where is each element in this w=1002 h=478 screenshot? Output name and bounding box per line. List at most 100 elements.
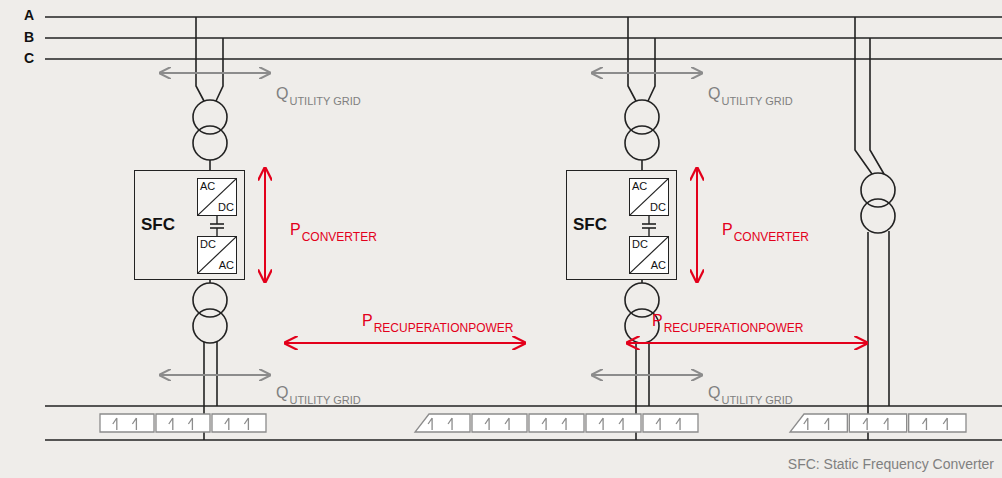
quantity-symbol: Q <box>708 385 720 401</box>
train-car <box>529 414 584 432</box>
feed-wire <box>196 17 204 101</box>
train-window <box>863 418 867 430</box>
train-window <box>676 418 680 430</box>
train-car <box>586 414 641 432</box>
quantity-symbol: P <box>722 222 733 238</box>
quantity-subscript: RECUPERATIONPOWER <box>374 322 514 334</box>
conversion-stage-box: ACDC <box>629 178 669 216</box>
quantity-subscript: RECUPERATIONPOWER <box>664 322 804 334</box>
current-type: DC <box>650 202 666 213</box>
quantity-symbol: Q <box>276 385 288 401</box>
train-window <box>542 418 546 430</box>
phase-line <box>45 58 1002 60</box>
rail-line <box>45 439 1002 441</box>
transformer-winding <box>193 283 227 317</box>
train-window <box>225 418 229 430</box>
feed-wire <box>209 160 211 170</box>
train-car <box>472 414 527 432</box>
converter-box: SFCACDCDCAC <box>134 170 245 280</box>
train-car <box>100 414 154 432</box>
train-car <box>156 414 210 432</box>
quantity-symbol: P <box>362 313 373 329</box>
quantity-subscript: UTILITY GRID <box>289 96 360 107</box>
train-window <box>656 418 660 430</box>
current-type: AC <box>632 181 647 192</box>
train-window <box>448 418 452 430</box>
quantity-subscript: CONVERTER <box>734 231 809 243</box>
phase-name: C <box>24 51 34 65</box>
current-type: AC <box>219 260 234 271</box>
feed-wire <box>648 342 650 406</box>
caption: SFC: Static Frequency Converter <box>788 457 994 471</box>
transformer-winding <box>625 100 659 134</box>
converter-box: SFCACDCDCAC <box>566 170 677 280</box>
feed-wire <box>888 231 890 406</box>
current-type: AC <box>200 181 215 192</box>
converter-name: SFC <box>141 216 175 233</box>
current-type: DC <box>200 239 216 250</box>
transformer-winding <box>193 309 227 343</box>
phase-line <box>45 37 1002 39</box>
reactive-power-arrow <box>592 374 702 376</box>
reactive-power-arrow <box>592 72 702 74</box>
train-window <box>943 418 947 430</box>
transformer-winding <box>861 199 895 233</box>
capacitor-symbol <box>641 224 657 228</box>
quantity-subscript: UTILITY GRID <box>721 96 792 107</box>
catenary-line <box>45 405 1002 407</box>
train-window <box>169 418 173 430</box>
transformer-winding <box>861 173 895 207</box>
converter-name: SFC <box>573 216 607 233</box>
quantity-subscript: CONVERTER <box>302 231 377 243</box>
train-window <box>562 418 566 430</box>
feed-wire <box>628 17 636 101</box>
transformer-winding <box>625 126 659 160</box>
train-car <box>909 414 966 432</box>
train-window <box>132 418 136 430</box>
reactive-power-arrow <box>160 72 270 74</box>
train-window <box>505 418 509 430</box>
current-type: DC <box>218 202 234 213</box>
conversion-stage-box: DCAC <box>197 236 237 274</box>
quantity-subscript: UTILITY GRID <box>289 395 360 406</box>
conversion-stage-box: DCAC <box>629 236 669 274</box>
current-type: AC <box>651 260 666 271</box>
train-car <box>790 414 847 432</box>
feed-wire <box>648 38 655 101</box>
train-window <box>428 418 432 430</box>
converter-power-arrow <box>264 168 266 282</box>
train-group <box>100 414 966 432</box>
train-car <box>849 414 906 432</box>
train-window <box>804 418 808 430</box>
reactive-power-arrow <box>160 374 270 376</box>
train-window <box>825 418 829 430</box>
feed-wire <box>216 342 218 406</box>
train-window <box>619 418 623 430</box>
transformer-winding <box>193 100 227 134</box>
train-window <box>244 418 248 430</box>
train-window <box>922 418 926 430</box>
train-window <box>884 418 888 430</box>
quantity-symbol: P <box>290 222 301 238</box>
feed-wire <box>867 232 869 440</box>
converter-power-arrow <box>696 168 698 282</box>
train-car <box>415 414 470 432</box>
train-window <box>599 418 603 430</box>
phase-name: B <box>24 30 34 44</box>
quantity-symbol: Q <box>708 86 720 102</box>
recuperation-power-arrow <box>627 342 867 344</box>
train-window <box>188 418 192 430</box>
recuperation-power-arrow <box>285 342 525 344</box>
current-type: DC <box>632 239 648 250</box>
conversion-stage-box: ACDC <box>197 178 237 216</box>
quantity-symbol: P <box>652 313 663 329</box>
train-window <box>113 418 117 430</box>
quantity-subscript: UTILITY GRID <box>721 395 792 406</box>
feed-wire <box>216 38 223 101</box>
feed-wire <box>641 160 643 170</box>
transformer-winding <box>625 283 659 317</box>
train-car <box>643 414 698 432</box>
